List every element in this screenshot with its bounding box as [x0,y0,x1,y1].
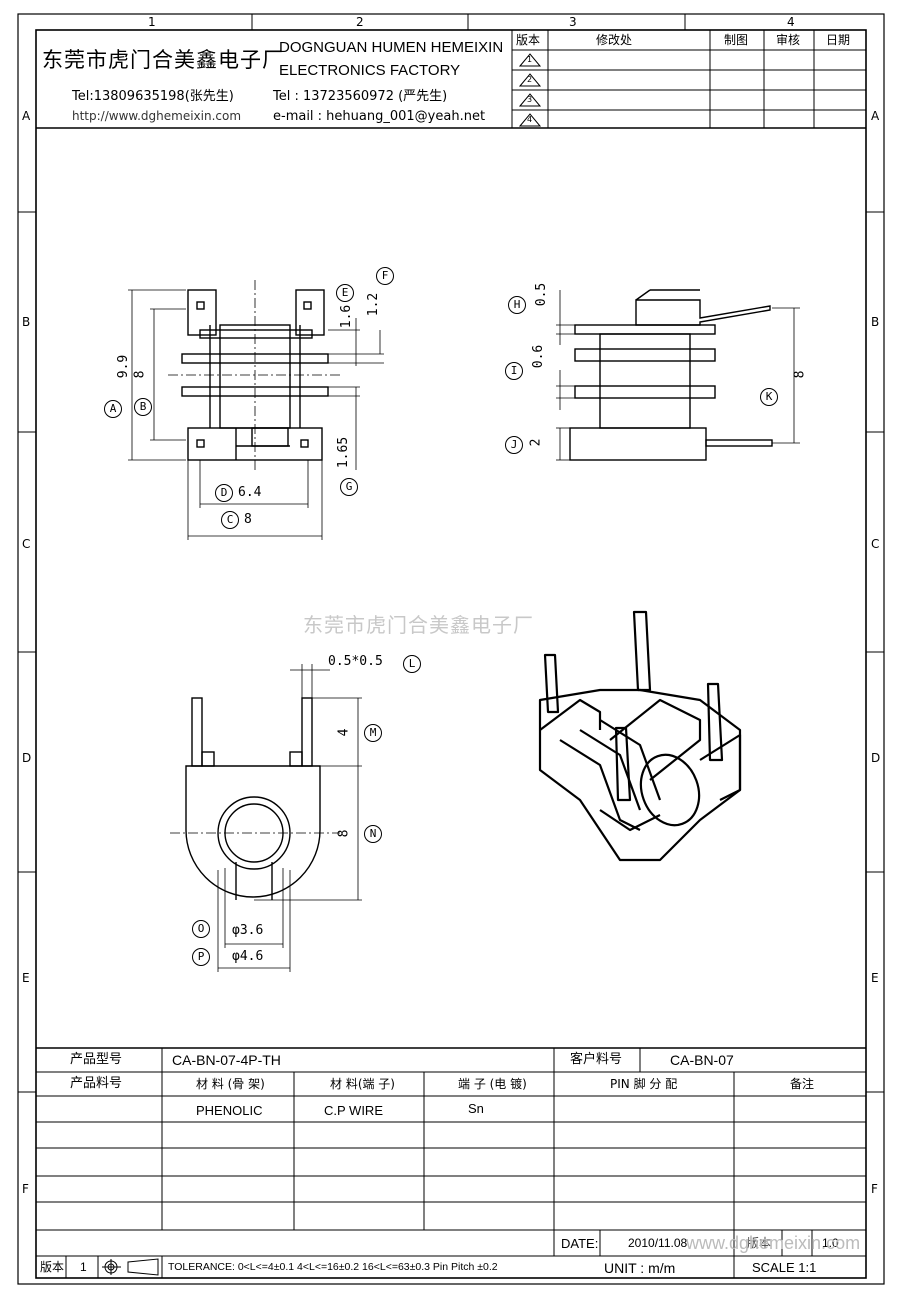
product-model-value: CA-BN-07-4P-TH [172,1052,281,1068]
dim-l-label: L [403,655,421,673]
side-view [569,289,773,461]
version-small-label: 版本 [747,1236,772,1250]
dim-l-value: 0.5*0.5 [328,654,383,669]
bom-plating: Sn [468,1101,484,1116]
bom-terminal-material: C.P WIRE [324,1103,383,1118]
email[interactable]: e-mail : hehuang_001@yeah.net [273,109,486,124]
grid-row-a-right: A [871,109,880,123]
customer-no-value: CA-BN-07 [670,1052,734,1068]
watermark: 东莞市虎门合美鑫电子厂 [303,613,534,637]
company-name-en-1: DOGNGUAN HUMEN HEMEIXIN [279,39,504,56]
dim-d-value: 6.4 [238,485,262,500]
dim-b-value: 8 [132,370,148,379]
dim-a-label: A [104,400,122,418]
bottom-view [185,697,321,900]
rev-row-3: 3 [527,95,533,104]
rev-header-change: 修改处 [596,33,633,47]
dim-j-label: J [505,436,523,454]
dim-o-value: φ3.6 [232,923,264,938]
scale-text: SCALE 1:1 [752,1260,817,1275]
rev-header-checked: 审核 [776,33,801,47]
dim-i-label: I [505,362,523,380]
dim-g-value: 1.65 [336,436,352,469]
dim-d-label: D [215,484,233,502]
company-name-en-2: ELECTRONICS FACTORY [279,62,461,79]
dim-h-value: 0.5 [534,282,550,307]
dim-n-label: N [364,825,382,843]
unit-text: UNIT : m/m [604,1260,676,1276]
grid-row-b-left: B [22,315,31,329]
grid-row-e-left: E [22,971,30,985]
dim-m-value: 4 [336,728,352,737]
bom-header-pin-assignment: PIN 脚 分 配 [610,1077,678,1091]
date-label: DATE: [561,1236,599,1251]
dim-j-value: 2 [528,438,544,447]
dim-c-value: 8 [244,512,252,527]
grid-row-f-left: F [22,1182,29,1196]
grid-row-a-left: A [22,109,31,123]
tel-1: Tel:13809635198(张先生) [72,89,234,104]
rev-header-date: 日期 [826,33,851,47]
date-value: 2010/11.08 [628,1236,688,1250]
dim-p-label: P [192,948,210,966]
dim-a-value: 9.9 [116,354,132,379]
dim-k-value: 8 [792,370,808,379]
grid-row-e-right: E [871,971,879,985]
dim-g-label: G [340,478,358,496]
dim-c-label: C [221,511,239,529]
tel-2: Tel : 13723560972 (严先生) [273,89,448,104]
dim-m-label: M [364,724,382,742]
version-value: 1 [80,1260,87,1274]
grid-col-4: 4 [787,15,795,29]
tolerance-text: TOLERANCE: 0<L<=4±0.1 4<L<=16±0.2 16<L<=… [168,1261,498,1273]
dim-p-value: φ4.6 [232,949,264,964]
dim-o-label: O [192,920,210,938]
rev-row-1: 1 [527,55,533,64]
grid-col-3: 3 [569,15,577,29]
customer-no-label: 客户料号 [570,1052,623,1067]
company-name-cn: 东莞市虎门合美鑫电子厂 [42,48,284,72]
grid-col-1: 1 [148,15,156,29]
dim-b-label: B [134,398,152,416]
dim-f-value: 1.2 [366,292,382,317]
rev-header-version: 版本 [516,33,541,47]
dim-n-value: 8 [336,829,352,838]
bom-header-terminal-material: 材 料(端 子) [330,1077,395,1091]
grid-row-d-right: D [871,751,881,765]
dim-e-value: 1.6 [339,304,355,329]
product-no-label: 产品料号 [70,1076,123,1091]
dim-k-label: K [760,388,778,406]
rev-row-2: 2 [527,75,533,84]
bom-header-frame-material: 材 料 (骨 架) [196,1077,265,1091]
version-small-value: 1.0 [822,1236,839,1250]
product-model-label: 产品型号 [70,1052,123,1067]
version-label: 版本 [40,1260,65,1274]
bom-frame-material: PHENOLIC [196,1103,263,1118]
grid-col-2: 2 [356,15,364,29]
grid-row-f-right: F [871,1182,878,1196]
dim-e-label: E [336,284,354,302]
company-url[interactable]: http://www.dghemeixin.com [72,109,242,123]
bom-header-plating: 端 子 (电 镀) [458,1077,527,1091]
grid-row-c-right: C [871,537,880,551]
rev-header-drawn: 制图 [724,33,749,47]
grid-row-c-left: C [22,537,31,551]
isometric-view [538,610,742,862]
dim-i-value: 0.6 [531,344,547,369]
grid-row-d-left: D [22,751,32,765]
rev-row-4: 4 [527,115,533,124]
grid-row-b-right: B [871,315,880,329]
footer-watermark: www.dghemeixin.com [686,1233,861,1253]
dim-f-label: F [376,267,394,285]
dim-h-label: H [508,296,526,314]
bom-header-remarks: 备注 [790,1077,815,1091]
